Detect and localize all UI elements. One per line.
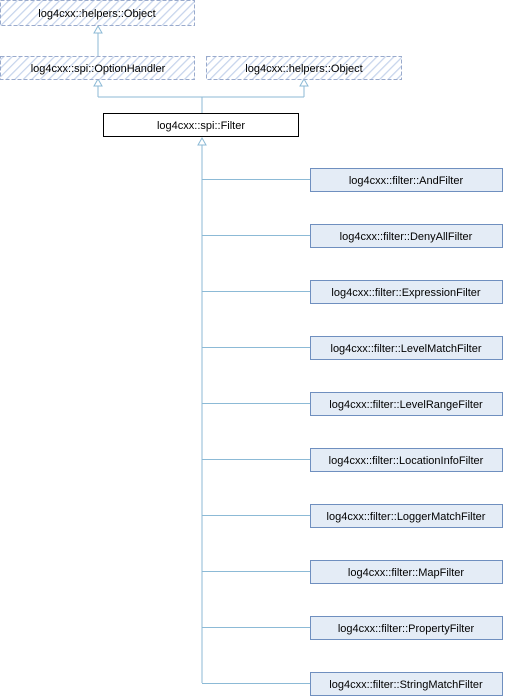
class-label-option-handler: log4cxx::spi::OptionHandler	[31, 63, 166, 75]
subclass-box-rect	[310, 336, 503, 360]
subclass-box[interactable]: log4cxx::filter::LevelRangeFilter	[310, 392, 503, 416]
class-box-helpers-object-root[interactable]: log4cxx::helpers::Object	[0, 0, 195, 26]
subclass-label: log4cxx::filter::PropertyFilter	[338, 623, 475, 635]
subclass-box[interactable]: log4cxx::filter::LocationInfoFilter	[310, 448, 503, 472]
arrowhead-optionhandler	[93, 77, 103, 87]
subclass-label: log4cxx::filter::LoggerMatchFilter	[327, 511, 486, 523]
class-box-spi-filter[interactable]: log4cxx::spi::Filter	[103, 113, 299, 137]
subclass-box[interactable]: log4cxx::filter::PropertyFilter	[310, 616, 503, 640]
subclass-box-rect	[310, 504, 503, 528]
subclass-label: log4cxx::filter::MapFilter	[348, 567, 464, 579]
subclass-box[interactable]: log4cxx::filter::AndFilter	[310, 168, 503, 192]
subclass-label: log4cxx::filter::StringMatchFilter	[329, 679, 483, 691]
class-label-second-object: log4cxx::helpers::Object	[245, 63, 362, 75]
subclass-box[interactable]: log4cxx::filter::ExpressionFilter	[310, 280, 503, 304]
subclass-box[interactable]: log4cxx::filter::MapFilter	[310, 560, 503, 584]
arrowhead-filter	[197, 136, 207, 146]
subclass-label: log4cxx::filter::ExpressionFilter	[331, 287, 480, 299]
subclass-label: log4cxx::filter::LevelMatchFilter	[331, 343, 482, 355]
subclass-box-rect	[310, 224, 503, 248]
subclass-branches	[202, 179, 310, 684]
arrowhead-object	[93, 24, 103, 34]
subclass-box-rect	[310, 392, 503, 416]
subclass-box[interactable]: log4cxx::filter::LoggerMatchFilter	[310, 504, 503, 528]
subclass-box-rect	[310, 448, 503, 472]
inheritance-edges	[93, 24, 310, 684]
subclass-box-rect	[310, 280, 503, 304]
subclass-label: log4cxx::filter::DenyAllFilter	[340, 231, 473, 243]
arrowhead-second-object	[299, 77, 309, 87]
class-box-helpers-object-second[interactable]: log4cxx::helpers::Object	[206, 56, 402, 80]
subclass-label: log4cxx::filter::AndFilter	[349, 175, 464, 187]
subclass-label: log4cxx::filter::LocationInfoFilter	[329, 455, 484, 467]
subclass-box[interactable]: log4cxx::filter::DenyAllFilter	[310, 224, 503, 248]
class-box-option-handler[interactable]: log4cxx::spi::OptionHandler	[0, 56, 195, 80]
subclass-box[interactable]: log4cxx::filter::StringMatchFilter	[310, 672, 503, 696]
class-label-filter: log4cxx::spi::Filter	[157, 120, 245, 132]
edge-filter-to-parents	[97, 85, 305, 114]
subclass-box-rect	[310, 560, 503, 584]
subclass-label: log4cxx::filter::LevelRangeFilter	[329, 399, 483, 411]
subclass-box-rect	[310, 616, 503, 640]
subclass-boxes: log4cxx::filter::AndFilterlog4cxx::filte…	[310, 168, 503, 696]
subclass-box-rect	[310, 168, 503, 192]
class-label-root-object: log4cxx::helpers::Object	[38, 8, 155, 20]
subclass-box[interactable]: log4cxx::filter::LevelMatchFilter	[310, 336, 503, 360]
